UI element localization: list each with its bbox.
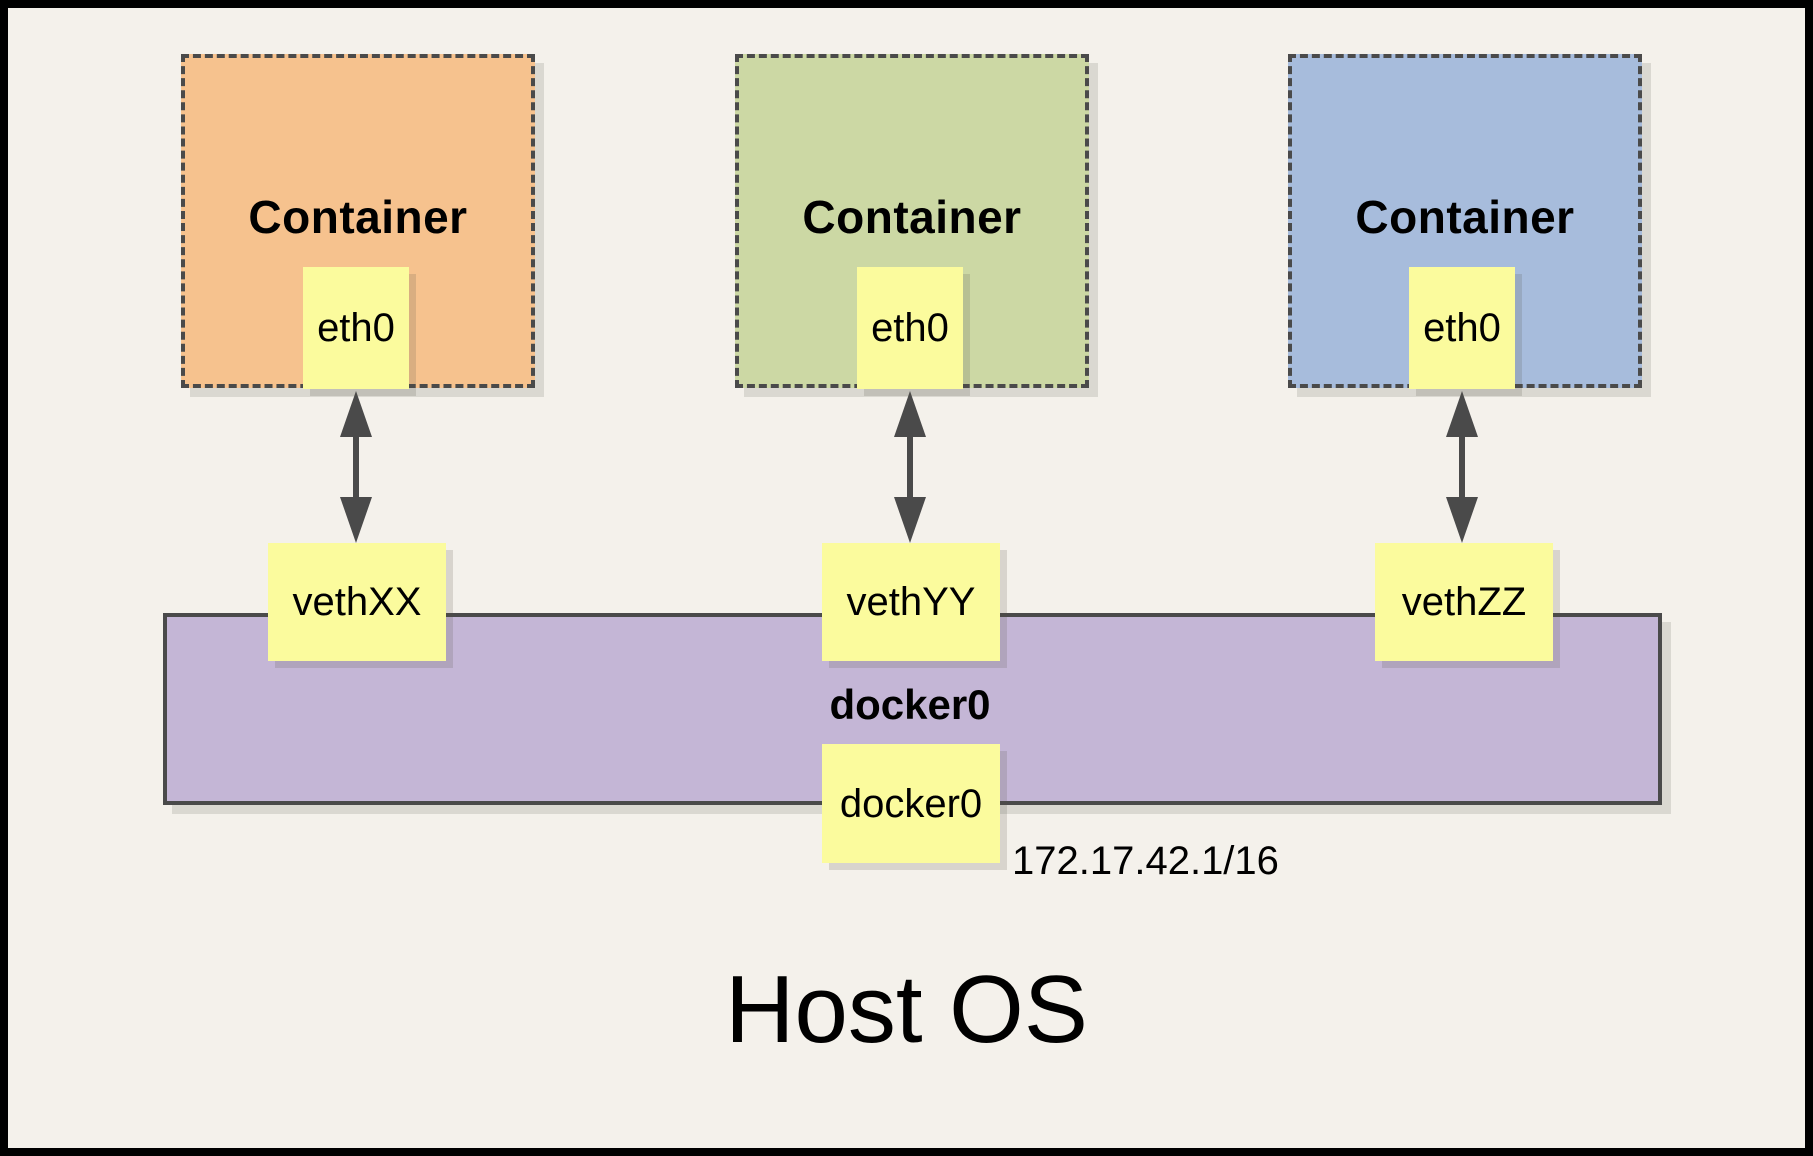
vethzz-interface-box: vethZZ: [1375, 543, 1553, 661]
veth-arrow-2: [894, 391, 926, 543]
docker0-interface-box: docker0: [822, 744, 1000, 863]
vethzz-label: vethZZ: [1401, 580, 1527, 624]
container-label-3: Container: [1355, 191, 1575, 243]
eth0-interface-box-3: eth0: [1409, 267, 1515, 389]
eth0-interface-box-2: eth0: [857, 267, 963, 389]
container-label-1: Container: [248, 191, 468, 243]
vethyy-label: vethYY: [846, 580, 976, 624]
eth0-label-2: eth0: [871, 306, 949, 350]
vethxx-interface-box: vethXX: [268, 543, 446, 661]
eth0-label-3: eth0: [1423, 306, 1501, 350]
container-label-2: Container: [802, 191, 1022, 243]
host-os-label: Host OS: [725, 956, 1088, 1063]
veth-arrow-1: [340, 391, 372, 543]
eth0-label-1: eth0: [317, 306, 395, 350]
vethxx-label: vethXX: [292, 580, 422, 624]
docker0-bridge-label: docker0: [829, 681, 991, 728]
vethyy-interface-box: vethYY: [822, 543, 1000, 661]
bridge-ip-label: 172.17.42.1/16: [1012, 839, 1279, 883]
veth-arrow-3: [1446, 391, 1478, 543]
eth0-interface-box-1: eth0: [303, 267, 409, 389]
docker0-interface-label: docker0: [839, 781, 983, 826]
